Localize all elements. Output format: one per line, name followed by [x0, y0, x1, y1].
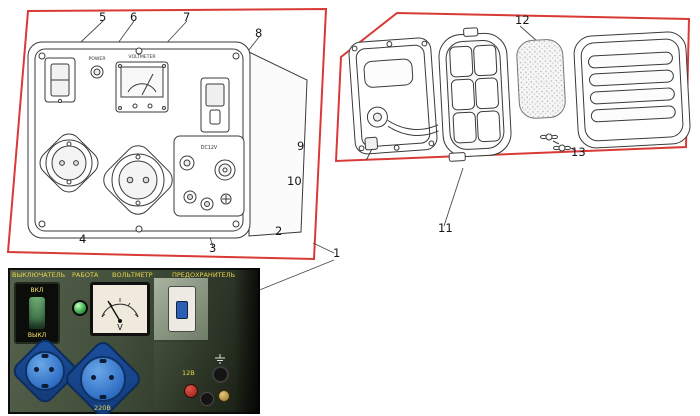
dc-label: DC12V	[201, 145, 218, 151]
air-filter-drawing	[348, 27, 691, 162]
callout-10: 10	[287, 174, 302, 188]
photo-label-220v: 220В	[94, 404, 111, 412]
power-lamp-drawing: POWER	[88, 56, 106, 79]
filter-backplate-drawing	[348, 37, 439, 161]
switch-on-label: ВКЛ	[30, 287, 44, 294]
ac-socket-b-drawing	[103, 145, 173, 215]
filter-frame-drawing	[438, 27, 512, 162]
callout-11: 11	[438, 221, 453, 235]
power-label: POWER	[88, 56, 106, 62]
socket-a-hole-right	[49, 367, 54, 372]
callout-9: 9	[297, 139, 305, 153]
photo-label-12v: 12В	[182, 369, 195, 377]
photo-run-indicator-lamp	[72, 300, 88, 316]
rocker-switch	[29, 297, 45, 329]
filter-cover-drawing	[573, 31, 691, 149]
callout-3: 3	[209, 241, 217, 255]
switch-off-label: ВЫКЛ	[27, 332, 47, 339]
filter-foam-element-drawing	[516, 39, 566, 119]
callout-1: 1	[333, 246, 341, 260]
ground-symbol-icon	[215, 354, 225, 364]
dc-output-drawing: DC12V	[173, 135, 245, 217]
photo-label-voltmeter: ВОЛЬТМЕТР	[112, 271, 153, 279]
panel-screws	[38, 47, 240, 233]
callout-2: 2	[275, 224, 283, 238]
socket-a-notch-bottom	[41, 384, 49, 388]
panel-photo: ВЫКЛЮЧАТЕЛЬ РАБОТА ВОЛЬТМЕТР ПРЕДОХРАНИТ…	[8, 268, 260, 414]
socket-b-hole-right	[109, 375, 114, 380]
photo-dc-breaker-knob	[212, 366, 229, 383]
photo-power-switch: ВКЛ ВЫКЛ	[14, 282, 60, 344]
photo-ground-bolt	[218, 390, 230, 402]
callout-4: 4	[79, 232, 87, 246]
callout-8: 8	[255, 26, 263, 40]
red-outline-control-panel	[6, 7, 328, 261]
callout-5: 5	[99, 10, 107, 24]
engine-switch-drawing	[44, 57, 76, 104]
photo-voltmeter: V	[90, 282, 150, 336]
photo-label-fuse: ПРЕДОХРАНИТЕЛЬ	[172, 271, 236, 279]
wing-nuts-drawing	[540, 133, 571, 152]
ac-socket-b-face	[80, 356, 126, 402]
photo-circuit-breaker	[168, 286, 196, 332]
circuit-breaker-drawing	[200, 77, 230, 133]
callout-13: 13	[571, 145, 586, 159]
socket-a-notch-top	[41, 354, 49, 358]
socket-b-notch-bottom	[99, 395, 107, 399]
voltmeter-dial: V	[101, 298, 139, 332]
breaker-toggle	[176, 301, 188, 319]
photo-edge-shadow	[234, 268, 260, 414]
socket-b-notch-top	[99, 359, 107, 363]
ac-socket-a-drawing	[39, 133, 99, 193]
photo-dc-terminal-negative	[200, 392, 214, 406]
voltmeter-drawing: VOLTMETER	[115, 54, 169, 113]
callout-12: 12	[515, 13, 530, 27]
voltmeter-unit: V	[117, 323, 123, 332]
photo-label-switch: ВЫКЛЮЧАТЕЛЬ	[12, 271, 66, 279]
voltmeter-label: VOLTMETER	[128, 54, 156, 60]
socket-a-hole-left	[34, 367, 39, 372]
photo-label-run: РАБОТА	[72, 271, 99, 279]
ac-socket-a-face	[25, 351, 65, 391]
voltmeter-face: V	[93, 285, 147, 333]
callout-6: 6	[130, 10, 138, 24]
socket-b-hole-left	[91, 375, 96, 380]
callout-7: 7	[183, 10, 191, 24]
photo-dc-terminal-positive	[184, 384, 198, 398]
control-panel-drawing: POWER VOLTMETER	[27, 41, 308, 239]
